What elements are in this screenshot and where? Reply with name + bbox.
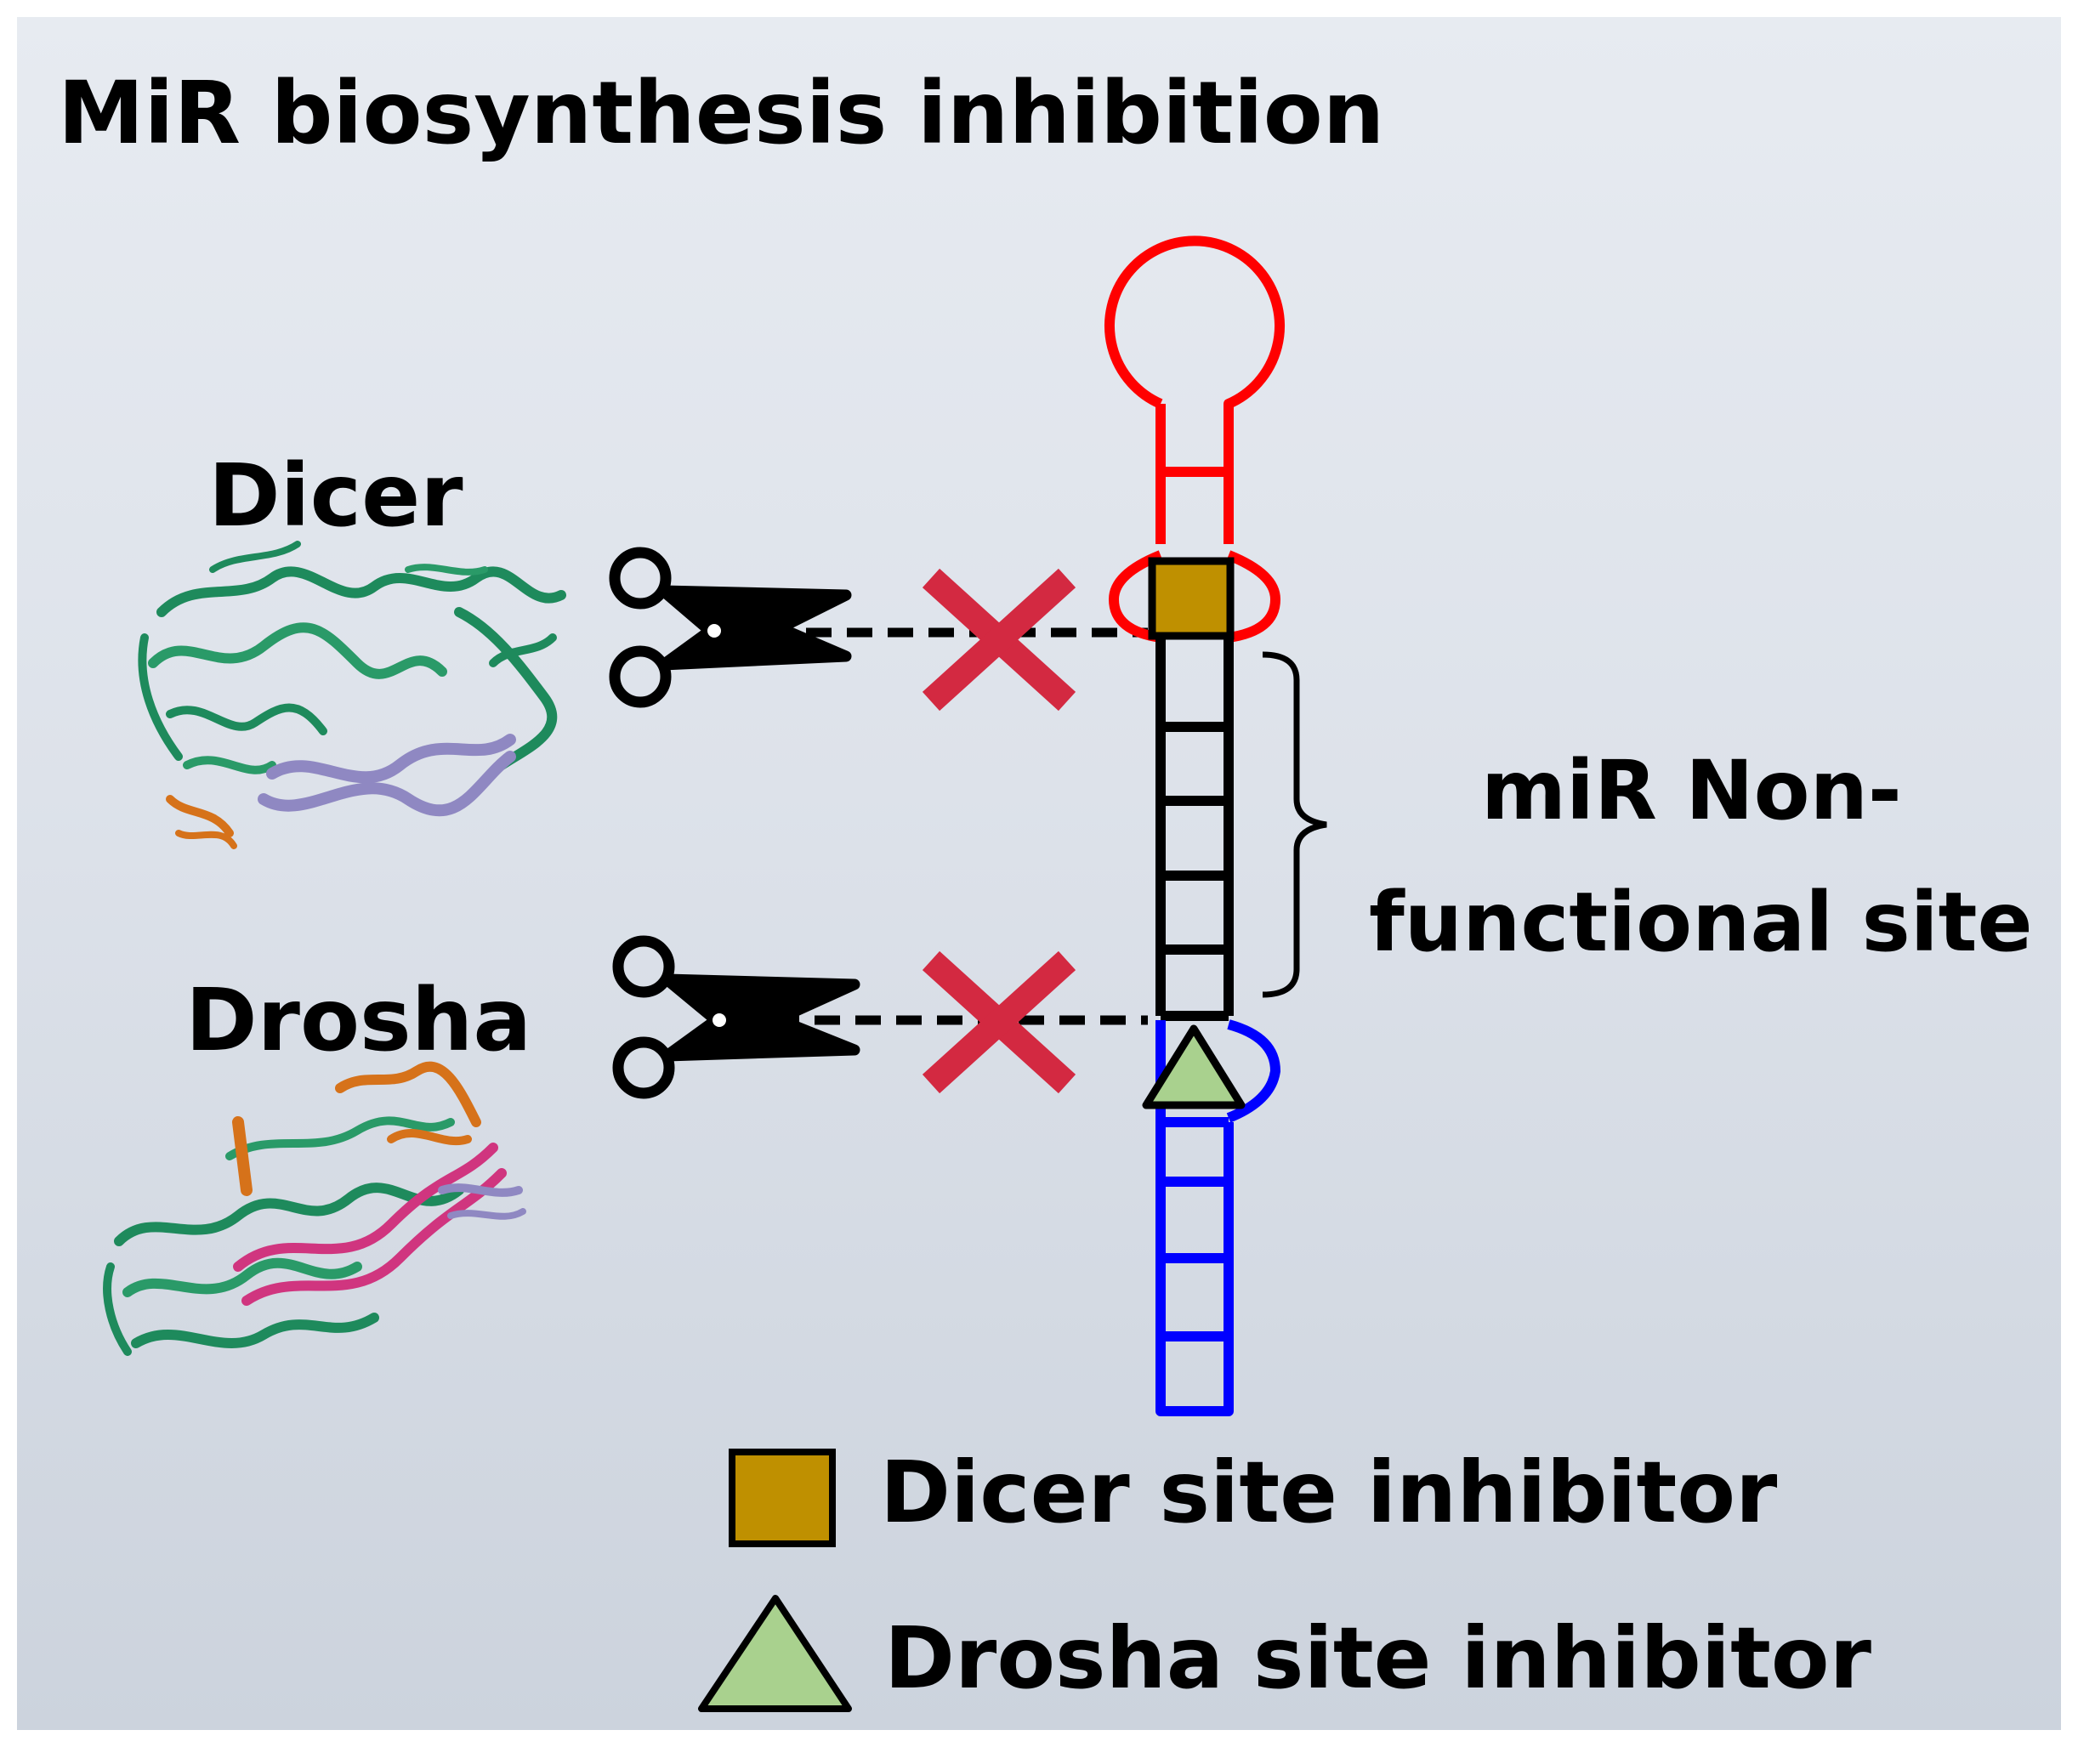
bracket [1262, 651, 1327, 998]
legend-dicer-swatch [729, 1449, 836, 1547]
scissors-icon [612, 935, 860, 1099]
cross-icon [922, 568, 1076, 712]
legend-drosha-label: Drosha site inhibitor [884, 1608, 1872, 1708]
dicer-inhibitor-square [1148, 557, 1235, 640]
hairpin-loop [1104, 235, 1285, 643]
legend-dicer-label: Dicer site inhibitor [880, 1443, 1778, 1542]
drosha-label: Drosha [185, 970, 531, 1071]
drosha-structure [103, 1061, 526, 1356]
diagram-canvas: MiR biosynthesis inhibition Dicer Drosha [58, 63, 2033, 1712]
hairpin-stem [1155, 638, 1234, 1021]
legend-drosha-swatch [698, 1595, 852, 1712]
diagram-title: MiR biosynthesis inhibition [58, 63, 1384, 164]
hairpin-lower-stem [1155, 1019, 1280, 1416]
annotation-line1: miR Non- [1481, 743, 1902, 838]
dicer-label: Dicer [208, 445, 463, 547]
cross-icon [922, 950, 1076, 1094]
drosha-inhibitor-triangle [1142, 1024, 1246, 1109]
scissors-icon [609, 547, 852, 708]
annotation-line2: functional site [1369, 875, 2033, 970]
dicer-structure [138, 541, 566, 849]
figure-panel: MiR biosynthesis inhibition Dicer Drosha [17, 17, 2061, 1730]
